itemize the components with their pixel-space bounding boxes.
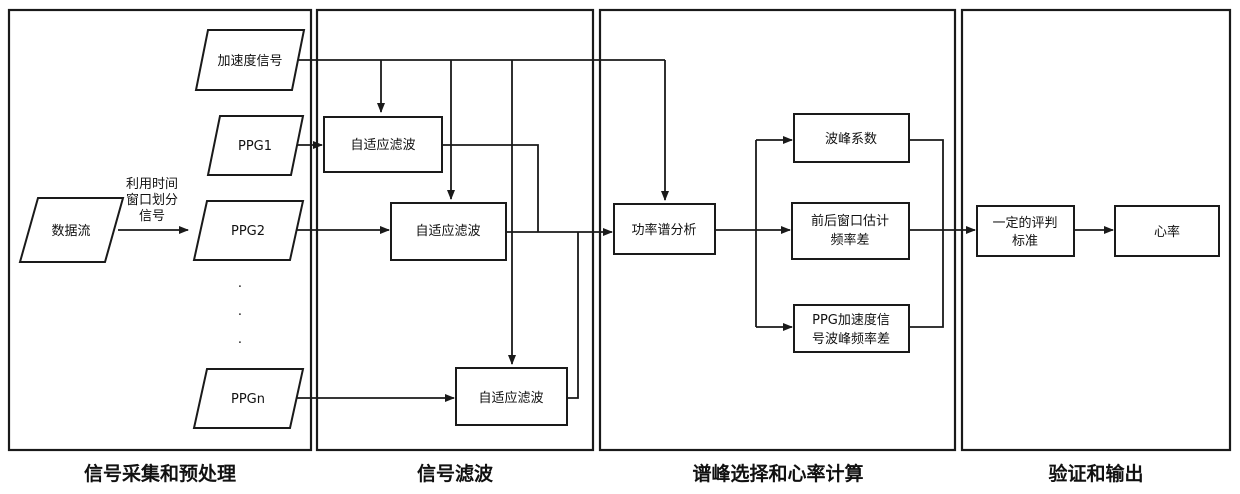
window-diff-line2: 频率差 (830, 232, 869, 248)
ellipsis-dot-1: · (238, 280, 242, 295)
stage-title-acquisition: 信号采集和预处理 (84, 462, 236, 485)
ellipsis-dot-2: · (238, 308, 242, 323)
stage-title-validation: 验证和输出 (1048, 462, 1143, 485)
ppg-accel-diff-line1: PPG加速度信 (812, 312, 890, 328)
ppg1-label: PPG1 (238, 139, 272, 154)
window-label: 利用时间 窗口划分 信号 (126, 177, 178, 224)
ellipsis: · · · (238, 280, 242, 351)
accel-label: 加速度信号 (217, 53, 282, 69)
filter-1-label: 自适应滤波 (350, 137, 415, 153)
filter-box-3: 自适应滤波 (456, 368, 567, 425)
wire-branch-right (909, 140, 943, 327)
data-stream-label: 数据流 (51, 224, 90, 239)
ppg-accel-diff-line2: 号波峰频率差 (812, 331, 890, 347)
filter-box-1: 自适应滤波 (324, 117, 442, 172)
criterion-line2: 标准 (1012, 234, 1038, 249)
criterion-box: 一定的评判 标准 (977, 206, 1074, 256)
criterion-line1: 一定的评判 (992, 215, 1057, 231)
data-stream-node: 数据流 (20, 198, 123, 262)
filter-2-label: 自适应滤波 (415, 223, 480, 239)
ppg1-node: PPG1 (208, 116, 303, 175)
filter-box-2: 自适应滤波 (391, 203, 506, 260)
window-diff-line1: 前后窗口估计 (811, 213, 889, 229)
window-diff-box: 前后窗口估计 频率差 (792, 203, 909, 259)
power-spectrum-box: 功率谱分析 (614, 204, 715, 254)
filter-3-label: 自适应滤波 (478, 390, 543, 406)
heart-rate-box: 心率 (1115, 206, 1219, 256)
peak-coeff-box: 波峰系数 (794, 114, 909, 162)
heart-rate-label: 心率 (1154, 224, 1180, 240)
ppgn-label: PPGn (231, 392, 265, 407)
power-spectrum-label: 功率谱分析 (631, 222, 696, 238)
stage-title-filtering: 信号滤波 (417, 462, 494, 485)
ellipsis-dot-3: · (238, 336, 242, 351)
ppg2-label: PPG2 (231, 224, 265, 239)
ppg2-node: PPG2 (194, 201, 303, 260)
peak-coeff-label: 波峰系数 (825, 132, 877, 147)
stage-title-peak-selection: 谱峰选择和心率计算 (692, 462, 863, 485)
ppg-accel-diff-box: PPG加速度信 号波峰频率差 (794, 305, 909, 352)
wire-filter3-out (567, 232, 578, 398)
accel-node: 加速度信号 (196, 30, 304, 90)
window-label-line3: 信号 (139, 209, 165, 224)
window-diff-shape (792, 203, 909, 259)
window-label-line2: 窗口划分 (126, 192, 178, 208)
ppgn-node: PPGn (194, 369, 303, 428)
window-label-line1: 利用时间 (126, 177, 178, 192)
